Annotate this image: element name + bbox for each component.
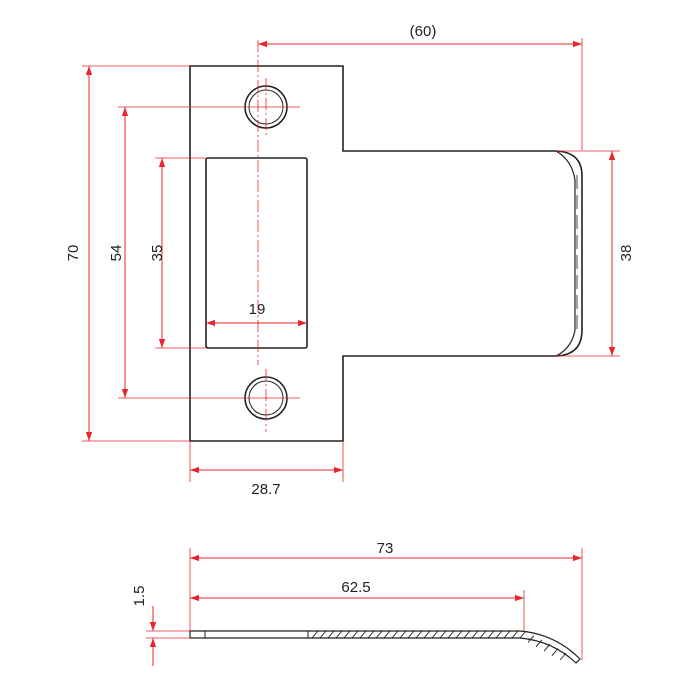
- hatch-stroke: [543, 643, 551, 652]
- hatch-stroke: [375, 630, 383, 639]
- hatch-stroke: [519, 630, 527, 639]
- dim-label-hole-spacing: 54: [108, 245, 125, 262]
- hatch-stroke: [359, 630, 367, 639]
- side-hatching: [311, 630, 567, 661]
- hatch-stroke: [335, 630, 343, 639]
- latch-window: [205, 157, 308, 349]
- dim-label-flat-length: 62.5: [341, 579, 370, 596]
- hatch-stroke: [511, 630, 519, 639]
- dim-label-total-length: 73: [377, 540, 394, 557]
- hatch-stroke: [535, 639, 543, 648]
- front-dimensions: (60) 70 54 35 19 38 28.7: [65, 23, 635, 498]
- front-view: [189, 40, 583, 442]
- hatch-stroke: [527, 635, 535, 643]
- dim-label-overall-width: (60): [410, 23, 437, 40]
- hatch-stroke: [463, 630, 471, 639]
- hatch-stroke: [319, 630, 327, 639]
- hatch-stroke: [503, 630, 511, 639]
- hatch-stroke: [383, 630, 391, 639]
- hatch-stroke: [431, 630, 439, 639]
- hatch-stroke: [415, 630, 423, 639]
- hatch-stroke: [399, 630, 407, 639]
- hatch-stroke: [455, 630, 463, 639]
- hatch-stroke: [391, 630, 399, 639]
- side-view: 73 62.5 1.5: [131, 540, 583, 666]
- hatch-stroke: [327, 630, 335, 639]
- hatch-stroke: [479, 630, 487, 639]
- dim-label-window-width: 19: [249, 301, 266, 318]
- dim-label-plate-width: 28.7: [251, 481, 280, 498]
- hatch-stroke: [551, 648, 559, 656]
- dim-label-window-height: 35: [149, 245, 166, 262]
- hatch-stroke: [447, 630, 455, 639]
- hatch-stroke: [559, 652, 567, 661]
- dim-label-thickness: 1.5: [131, 586, 148, 607]
- dim-label-tongue-height: 38: [618, 245, 635, 262]
- dim-label-plate-height: 70: [65, 245, 82, 262]
- hatch-stroke: [487, 630, 495, 639]
- side-profile: [189, 630, 581, 664]
- hatch-stroke: [367, 630, 375, 639]
- hatch-stroke: [351, 630, 359, 639]
- hatch-stroke: [343, 630, 351, 639]
- hatch-stroke: [495, 630, 503, 639]
- hatch-stroke: [471, 630, 479, 639]
- hatch-stroke: [439, 630, 447, 639]
- tongue-bend-line: [555, 150, 576, 357]
- hatch-stroke: [407, 630, 415, 639]
- hatch-stroke: [423, 630, 431, 639]
- hatch-stroke: [311, 630, 319, 639]
